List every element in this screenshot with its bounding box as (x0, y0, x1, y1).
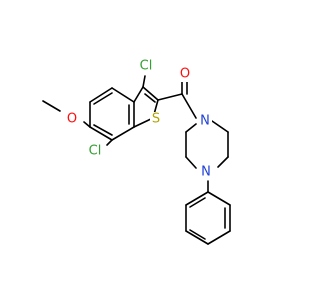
bond (93, 124, 113, 136)
atom-cl3: Cl (137, 58, 155, 74)
bond (211, 120, 229, 133)
structure-canvas: Cl O S N N O Cl (42, 58, 231, 245)
bond (106, 139, 113, 146)
bond (157, 93, 183, 101)
atom-cl7: Cl (87, 143, 105, 159)
bond (185, 156, 197, 169)
bond (93, 92, 113, 105)
bond (111, 126, 135, 141)
atom-n-phenyl: N (199, 165, 213, 180)
bond (189, 229, 206, 240)
atom-label-cl3: Cl (140, 59, 153, 74)
atom-label-o-carbonyl: O (180, 67, 190, 82)
bond (142, 86, 159, 101)
bond (207, 230, 231, 245)
bond (185, 230, 209, 245)
bond (111, 87, 135, 103)
atom-o-methoxy: O (64, 112, 80, 127)
atom-label-o-methoxy: O (67, 112, 77, 127)
bond (181, 93, 197, 119)
bond (189, 197, 206, 208)
bond (142, 75, 146, 88)
bonds (42, 75, 231, 245)
bond (89, 87, 113, 103)
molecule-structure: Cl O S N N O Cl (42, 58, 231, 245)
bond (133, 86, 144, 103)
atom-label-cl7: Cl (89, 144, 102, 159)
atom-n-amide: N (198, 113, 212, 129)
bond (133, 117, 154, 128)
bond (217, 156, 229, 168)
atom-labels: Cl O S N N O Cl (64, 58, 213, 180)
bond (89, 126, 113, 141)
atom-label-n-amide: N (200, 114, 210, 129)
bond (185, 191, 209, 206)
atom-label-n-phenyl: N (201, 165, 211, 180)
bond (185, 123, 197, 133)
atom-label-s1: S (152, 112, 160, 127)
atom-o-carbonyl: O (178, 67, 192, 82)
atom-s1: S (150, 112, 162, 127)
bond (207, 191, 231, 206)
bond (42, 100, 61, 112)
bond (144, 93, 156, 103)
bond (83, 121, 91, 128)
